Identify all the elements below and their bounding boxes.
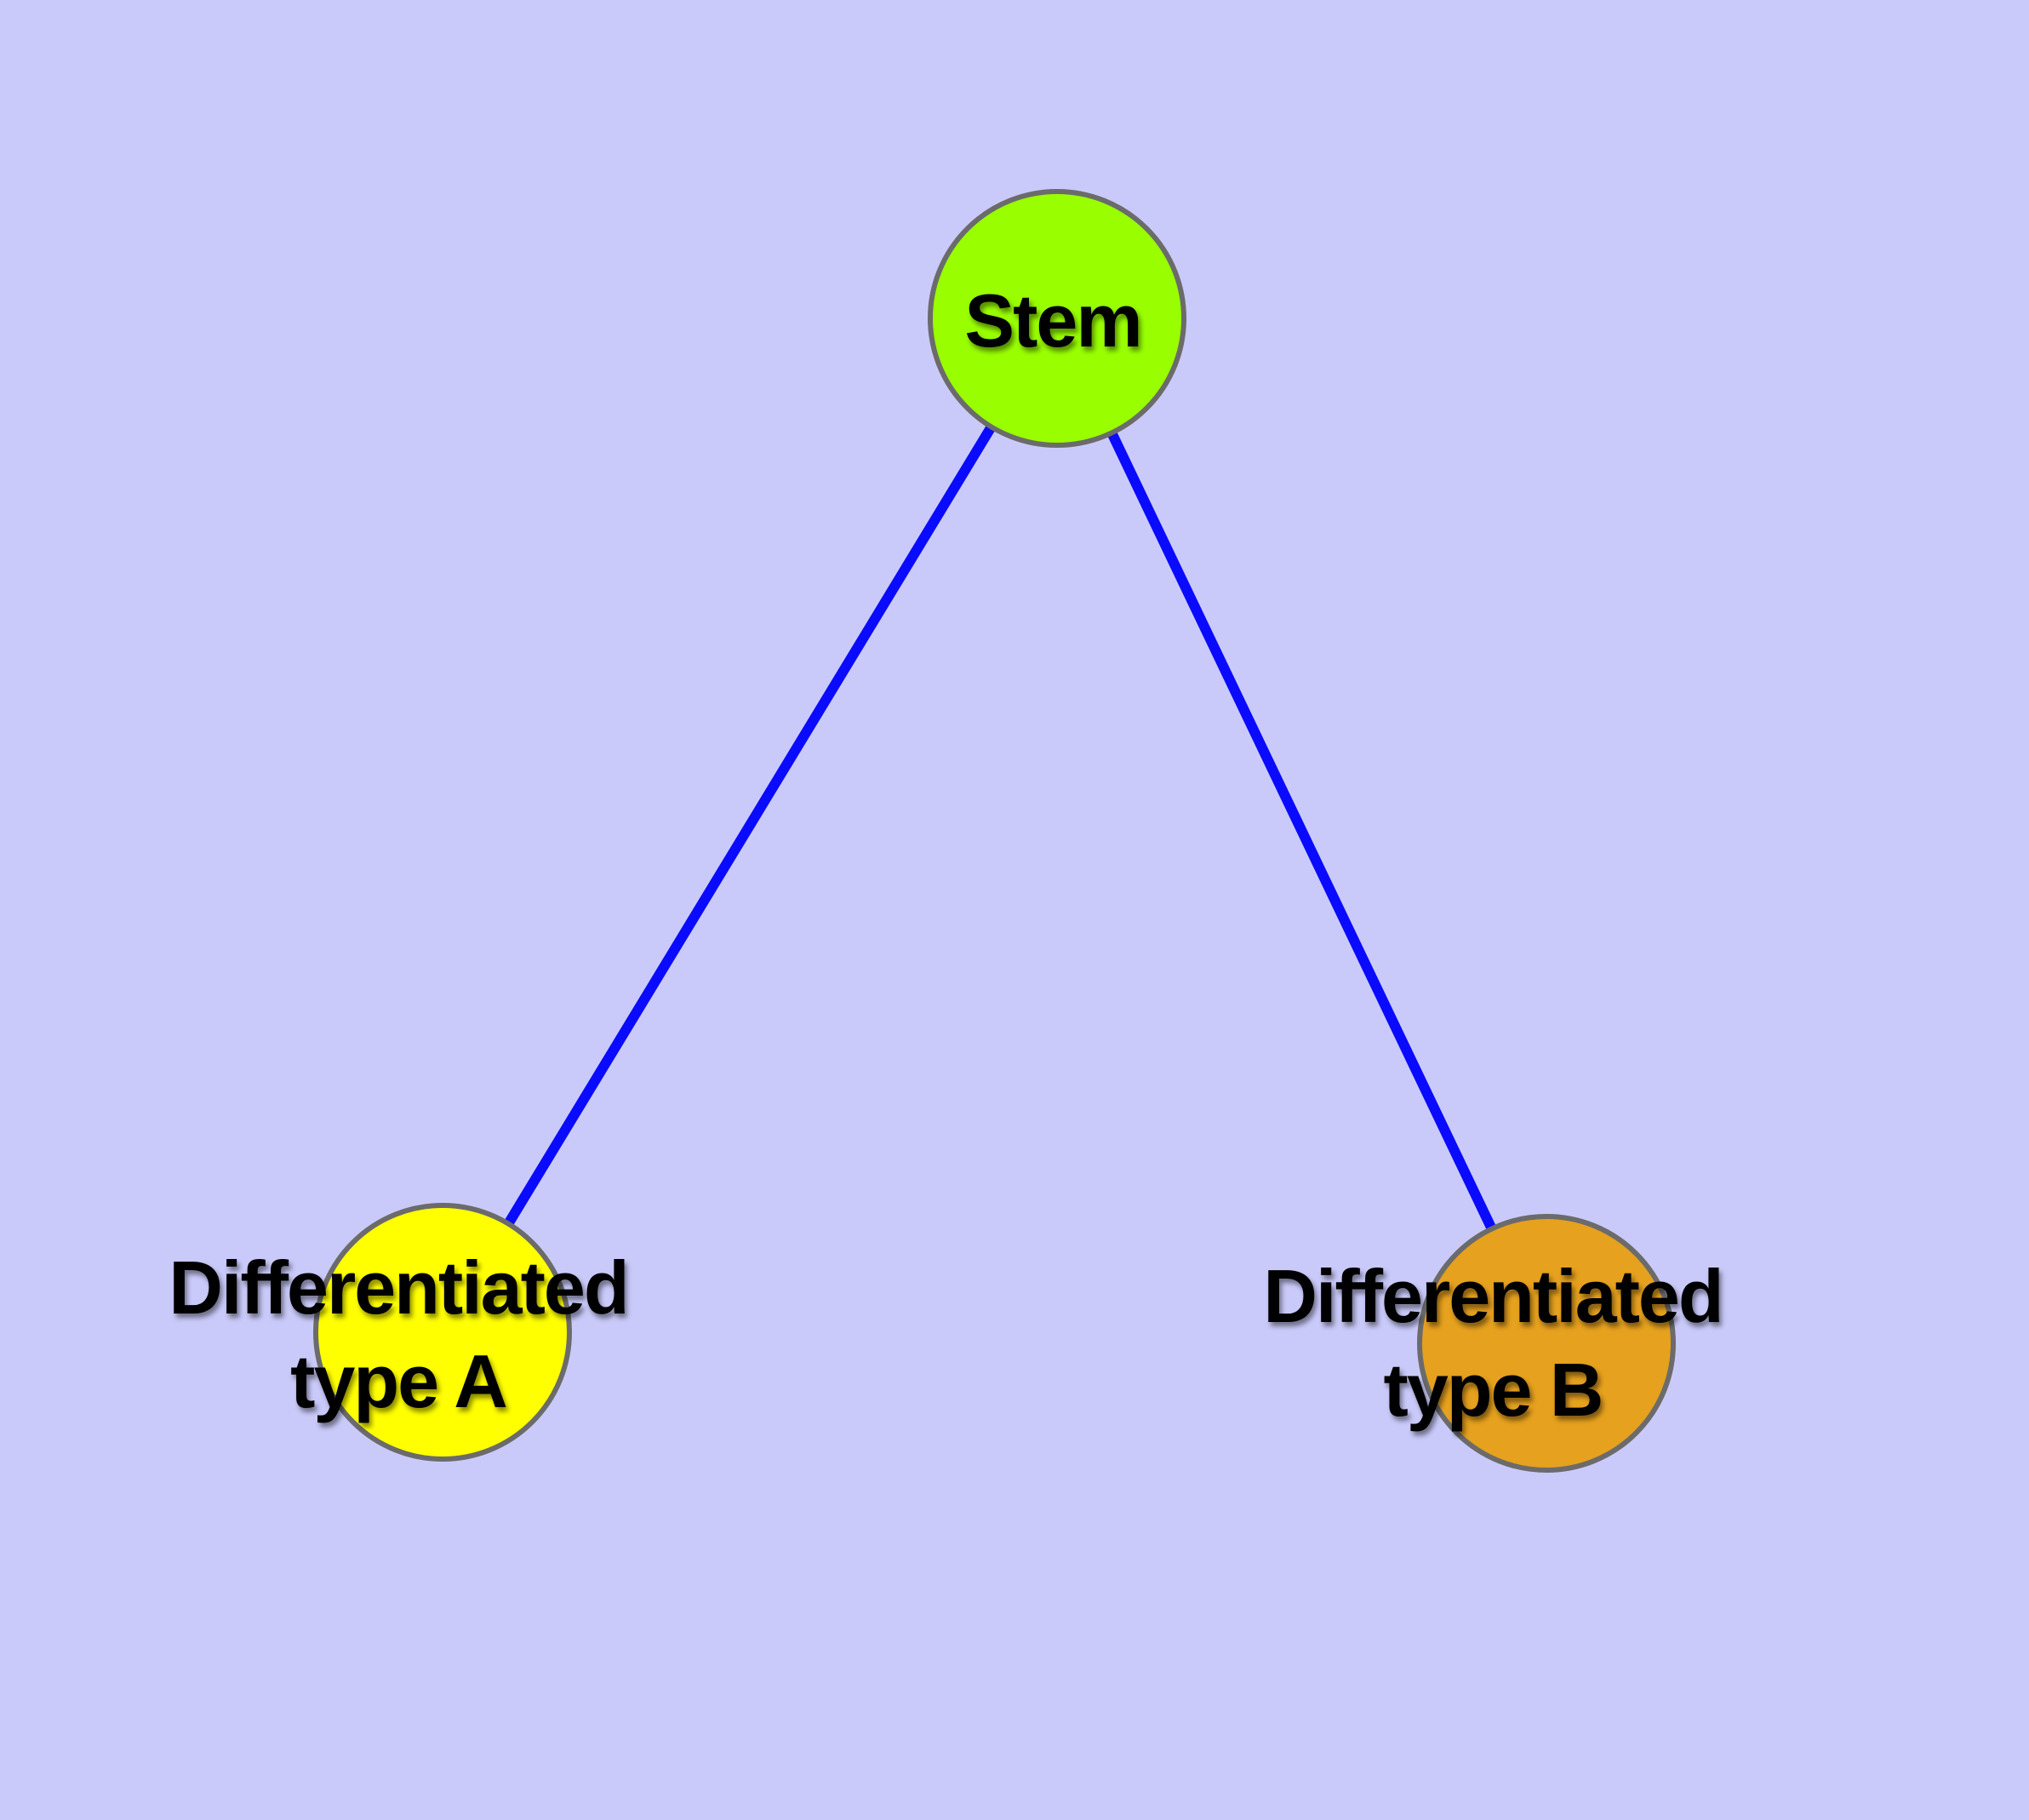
node-stem[interactable] [928, 189, 1186, 448]
node-differentiated-type-a[interactable] [313, 1203, 572, 1462]
node-differentiated-type-b[interactable] [1417, 1214, 1676, 1473]
edge-stem-to-type-a [437, 315, 1062, 1336]
edge-stem-to-type-b [1052, 316, 1552, 1346]
